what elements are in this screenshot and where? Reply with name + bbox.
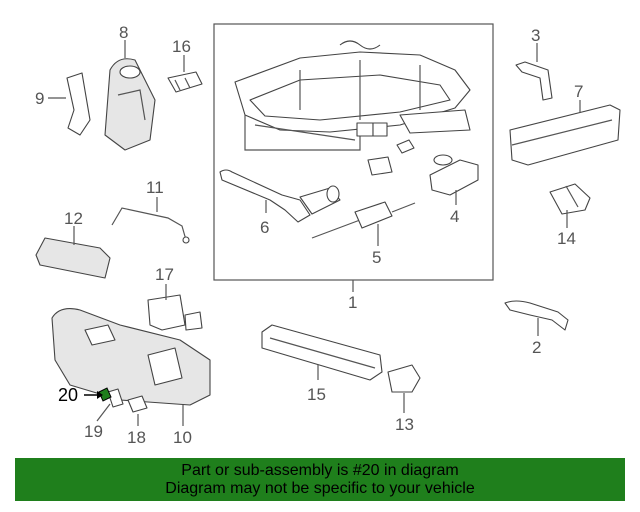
part-19-knob[interactable]: [107, 388, 124, 408]
part-16-clip[interactable]: [167, 71, 203, 93]
callout-17: 17: [155, 265, 174, 284]
part-10-side-shield[interactable]: [51, 308, 211, 406]
info-banner: Part or sub-assembly is #20 in diagram D…: [15, 458, 625, 501]
frame-clip-b: [372, 122, 388, 137]
part-11-wire-rod[interactable]: [111, 207, 190, 244]
callout-2: 2: [532, 338, 541, 357]
callout-9: 9: [35, 89, 44, 108]
callout-20: 20: [58, 385, 78, 405]
part-3-bracket[interactable]: [515, 61, 553, 101]
part-6-recliner-link[interactable]: [219, 169, 341, 223]
part-20-knob-highlighted[interactable]: [98, 387, 112, 402]
frame-clip-c: [367, 156, 393, 176]
part-9-bracket[interactable]: [66, 72, 91, 136]
callout-3: 3: [531, 26, 540, 45]
part-2-link[interactable]: [504, 300, 569, 331]
frame-bolt: [396, 139, 415, 154]
callout-1: 1: [348, 293, 357, 312]
part-8-backrest-cover[interactable]: [104, 58, 156, 151]
leader-lines: [48, 40, 581, 426]
callout-7: 7: [574, 82, 583, 101]
callout-11: 11: [146, 178, 164, 197]
frame-clip-a: [356, 122, 374, 137]
part-15-rail-cover[interactable]: [261, 324, 383, 381]
callout-10: 10: [173, 428, 192, 447]
callout-18: 18: [127, 428, 146, 447]
callout-6: 6: [260, 218, 269, 237]
callout-19: 19: [84, 422, 103, 441]
callout-4: 4: [450, 207, 459, 226]
part-13-clip[interactable]: [387, 364, 421, 393]
part-14-trim-clip[interactable]: [549, 183, 591, 215]
callout-14: 14: [557, 229, 576, 248]
part-7-trim-panel[interactable]: [509, 104, 621, 166]
callout-12: 12: [64, 209, 83, 228]
part-17-bracket[interactable]: [147, 294, 203, 331]
callout-16: 16: [172, 37, 191, 56]
banner-line-1: Part or sub-assembly is #20 in diagram: [181, 462, 459, 479]
callout-15: 15: [307, 385, 326, 404]
callout-5: 5: [372, 248, 381, 267]
banner-line-2: Diagram may not be specific to your vehi…: [165, 480, 475, 497]
part-1-seat-frame[interactable]: [234, 40, 471, 151]
callout-8: 8: [119, 23, 128, 42]
part-12-trim-piece[interactable]: [35, 237, 111, 279]
part-18-knob[interactable]: [127, 395, 148, 413]
part-5-drive-shaft[interactable]: [311, 201, 416, 239]
callout-13: 13: [395, 415, 414, 434]
part-4-motor[interactable]: [429, 154, 479, 196]
